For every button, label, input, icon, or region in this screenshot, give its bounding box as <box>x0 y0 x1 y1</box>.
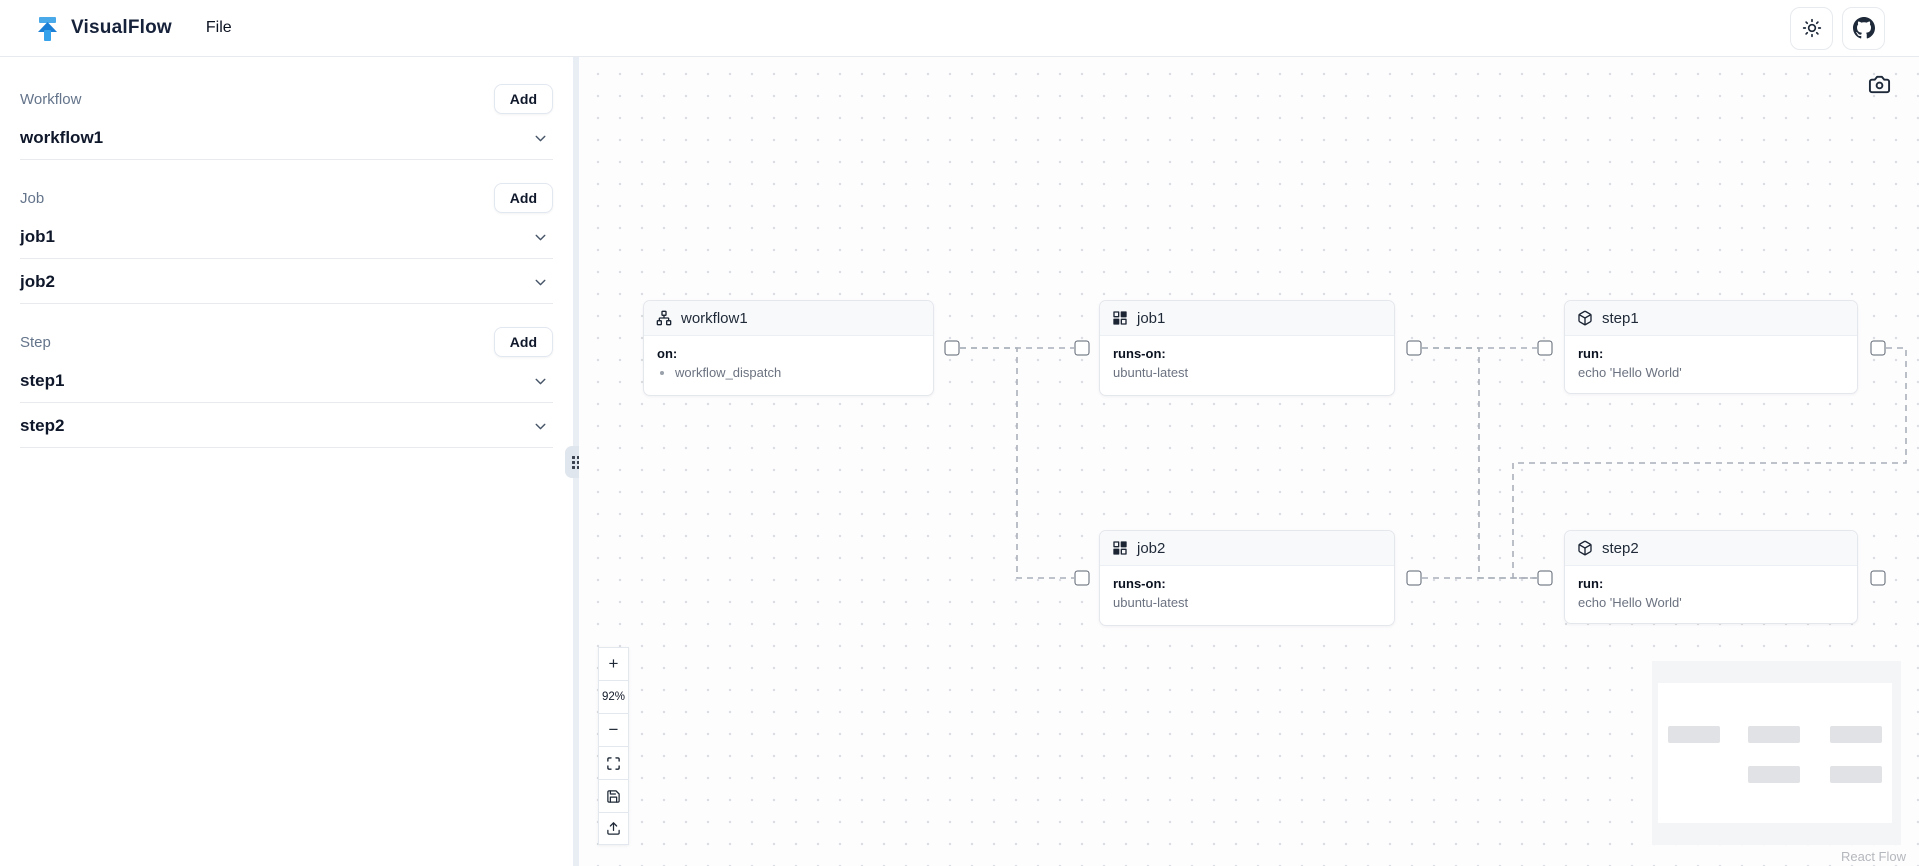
node-field-value: echo 'Hello World' <box>1578 595 1682 610</box>
minimap[interactable] <box>1652 661 1901 845</box>
node-field-label: runs-on: <box>1113 346 1166 361</box>
minimap-node-job1 <box>1748 726 1800 743</box>
node-step2[interactable]: step2 run: echo 'Hello World' <box>1564 530 1858 624</box>
brand: VisualFlow <box>34 15 172 42</box>
minimap-viewport <box>1658 683 1892 823</box>
node-field-label: run: <box>1578 576 1604 591</box>
navbar: VisualFlow File <box>0 0 1919 57</box>
minimap-node-job2 <box>1748 766 1800 783</box>
upload-button[interactable] <box>598 812 629 845</box>
add-job-button[interactable]: Add <box>493 183 553 213</box>
workflow-section-label: Workflow <box>20 90 82 108</box>
grip-dots-icon <box>571 455 580 469</box>
step-icon <box>1577 540 1593 556</box>
step-section: Step Add step1 step2 <box>20 326 553 448</box>
node-field-label: run: <box>1578 346 1604 361</box>
sidebar-item-step1[interactable]: step1 <box>20 358 553 403</box>
node-field-value: ubuntu-latest <box>1113 365 1189 380</box>
flow-canvas[interactable]: workflow1 on: workflow_dispatch job1 run… <box>579 57 1919 866</box>
add-workflow-button[interactable]: Add <box>493 84 553 114</box>
minimap-node-step1 <box>1830 726 1882 743</box>
camera-icon <box>1868 73 1891 96</box>
sidebar-item-workflow1[interactable]: workflow1 <box>20 115 553 160</box>
handle-workflow1-source[interactable] <box>944 340 960 356</box>
job-icon <box>1112 310 1128 326</box>
save-button[interactable] <box>598 779 629 812</box>
add-step-button[interactable]: Add <box>493 327 553 357</box>
fit-view-button[interactable] <box>598 746 629 779</box>
save-icon <box>606 789 621 804</box>
minimap-node-step2 <box>1830 766 1882 783</box>
step-section-label: Step <box>20 333 51 351</box>
step-icon <box>1577 310 1593 326</box>
sidebar-item-step2[interactable]: step2 <box>20 403 553 448</box>
chevron-down-icon <box>532 130 549 147</box>
node-job2[interactable]: job2 runs-on: ubuntu-latest <box>1099 530 1395 626</box>
flow-controls: + 92% − <box>598 647 629 845</box>
workflow-section: Workflow Add workflow1 <box>20 83 553 160</box>
fit-view-icon <box>606 756 621 771</box>
edge-job1-step2 <box>1422 347 1537 579</box>
minimap-node-workflow1 <box>1668 726 1720 743</box>
handle-step2-source[interactable] <box>1870 570 1886 586</box>
handle-job1-source[interactable] <box>1406 340 1422 356</box>
upload-icon <box>606 821 621 836</box>
sidebar-item-job1[interactable]: job1 <box>20 214 553 259</box>
job-section-label: Job <box>20 189 45 207</box>
node-field-value: ubuntu-latest <box>1113 595 1189 610</box>
zoom-in-button[interactable]: + <box>598 647 629 680</box>
handle-step2-target[interactable] <box>1537 570 1553 586</box>
node-field-value: workflow_dispatch <box>675 365 920 380</box>
job-icon <box>1112 540 1128 556</box>
react-flow-attribution: React Flow <box>1840 849 1906 864</box>
theme-toggle-button[interactable] <box>1790 6 1833 50</box>
node-field-label: runs-on: <box>1113 576 1166 591</box>
node-step1[interactable]: step1 run: echo 'Hello World' <box>1564 300 1858 394</box>
file-menu[interactable]: File <box>205 19 232 36</box>
job-section: Job Add job1 job2 <box>20 182 553 304</box>
sidebar: Workflow Add workflow1 Job Add job1 <box>0 57 573 866</box>
handle-step1-source[interactable] <box>1870 340 1886 356</box>
handle-job1-target[interactable] <box>1074 340 1090 356</box>
workflow-icon <box>656 310 672 326</box>
zoom-out-button[interactable]: − <box>598 713 629 746</box>
edge-workflow1-job2 <box>960 347 1074 579</box>
handle-job2-source[interactable] <box>1406 570 1422 586</box>
node-workflow1[interactable]: workflow1 on: workflow_dispatch <box>643 300 934 396</box>
github-icon <box>1852 17 1875 39</box>
node-field-value: echo 'Hello World' <box>1578 365 1682 380</box>
sidebar-item-job2[interactable]: job2 <box>20 259 553 304</box>
node-field-label: on: <box>657 346 678 361</box>
chevron-down-icon <box>532 229 549 246</box>
handle-job2-target[interactable] <box>1074 570 1090 586</box>
node-job1[interactable]: job1 runs-on: ubuntu-latest <box>1099 300 1395 396</box>
handle-step1-target[interactable] <box>1537 340 1553 356</box>
github-link-button[interactable] <box>1842 6 1885 50</box>
sun-icon <box>1802 18 1822 38</box>
chevron-down-icon <box>532 274 549 291</box>
screenshot-camera-button[interactable] <box>1868 73 1891 96</box>
zoom-level: 92% <box>598 680 629 713</box>
chevron-down-icon <box>532 373 549 390</box>
app-title: VisualFlow <box>71 17 172 38</box>
visualflow-logo-icon <box>34 15 61 42</box>
chevron-down-icon <box>532 418 549 435</box>
